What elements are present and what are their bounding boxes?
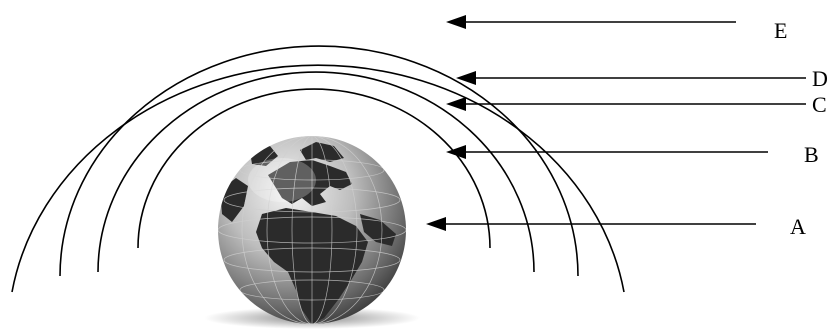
label-c: C [812,92,827,117]
arrow-a [426,217,756,231]
label-b: B [804,142,819,167]
arrow-e [446,15,736,29]
label-a: A [790,214,806,239]
label-d: D [812,66,828,91]
earth-globe [218,136,406,324]
label-e: E [774,18,787,43]
arrow-d [456,71,806,85]
arrow-c [446,97,806,111]
